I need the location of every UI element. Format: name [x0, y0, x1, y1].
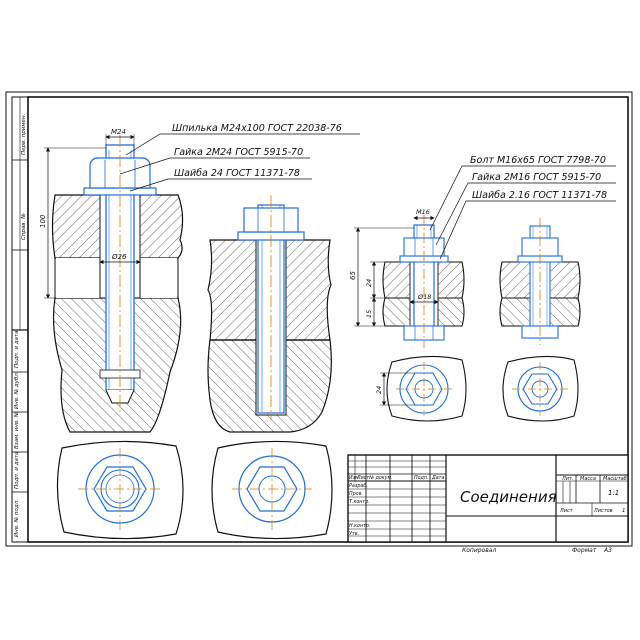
- top-view-bolt-joint: 24: [375, 355, 467, 422]
- top-view-stud-joint: [56, 440, 184, 540]
- tb-role-0: Разраб.: [349, 483, 368, 489]
- side-stamp-0: Перв. примен.: [21, 113, 27, 155]
- dim-m16: M16: [416, 208, 430, 216]
- side-stamp-column: Перв. примен. Справ. № Подп. и дата Инв.…: [11, 96, 29, 543]
- side-stamp-5: Подп. и дата: [14, 451, 20, 489]
- bolt-joint-section: M16 65 24 15 Ø18: [349, 208, 465, 348]
- callout-washer-16: Шайба 2.16 ГОСТ 11371-78: [472, 190, 607, 201]
- callout-bolt: Болт М16х65 ГОСТ 7798-70: [470, 155, 606, 166]
- tb-role-4: Н.контр.: [349, 523, 370, 529]
- tb-scale-label: Масштаб: [603, 476, 627, 482]
- tb-sheet-label: Лист: [559, 508, 574, 514]
- tb-role-5: Утв.: [349, 531, 359, 537]
- tb-mass-label: Масса: [580, 476, 596, 482]
- tb-header-list: Лист: [356, 475, 369, 481]
- callouts: Шпилька М24х100 ГОСТ 22038-76 Гайка 2М24…: [119, 123, 616, 260]
- tb-scale-value: 1:1: [608, 489, 619, 497]
- drawing-title: Соединения: [460, 488, 557, 506]
- tb-role-1: Пров.: [349, 491, 363, 497]
- side-stamp-3: Инв. № дубл.: [14, 371, 20, 409]
- tb-role-2: Т.контр.: [349, 499, 370, 505]
- tb-header-date: Дата: [431, 475, 444, 481]
- side-stamp-6: Инв. № подл.: [14, 499, 20, 537]
- dim-dia-26: Ø26: [111, 253, 127, 261]
- side-stamp-2: Подп. и дата: [14, 330, 20, 368]
- top-view-stud-simplified: [211, 440, 333, 540]
- footer-copied: Копировал: [462, 547, 496, 554]
- tb-sheets-label: Листов: [593, 508, 613, 514]
- stud-joint-section: M24 100 Ø26: [39, 128, 184, 433]
- dim-dia-18: Ø18: [417, 293, 431, 301]
- dim-24: 24: [365, 279, 373, 287]
- footer-format-label: Формат: [572, 547, 597, 554]
- tb-lit-label: Лит.: [561, 476, 574, 482]
- callout-nut-m24: Гайка 2М24 ГОСТ 5915-70: [174, 147, 303, 158]
- side-stamp-4: Взам. инв. №: [14, 411, 20, 449]
- bolt-joint-simplified: [499, 218, 581, 345]
- dim-m24: M24: [111, 128, 126, 136]
- sheet-outer-border: [5, 91, 633, 547]
- side-stamp-1: Справ. №: [21, 213, 27, 240]
- tb-header-sign: Подп.: [414, 475, 429, 481]
- dim-100: 100: [39, 214, 47, 228]
- tb-header-doc: № докум.: [368, 475, 393, 481]
- title-block: Изм Лист № докум. Подп. Дата Разраб. Про…: [347, 454, 629, 543]
- tb-sheets-value: 1: [622, 508, 626, 514]
- tb-header-izm: Изм: [349, 475, 359, 481]
- top-view-bolt-simplified: [502, 355, 579, 422]
- callout-washer-24: Шайба 24 ГОСТ 11371-78: [174, 168, 300, 179]
- dim-65: 65: [349, 271, 357, 280]
- footer-format-value: А3: [603, 547, 612, 554]
- dim-15: 15: [365, 310, 373, 318]
- dim-nut-24: 24: [375, 386, 383, 394]
- callout-stud: Шпилька М24х100 ГОСТ 22038-76: [172, 123, 342, 134]
- stud-joint-simplified: [207, 195, 332, 433]
- callout-nut-m16: Гайка 2М16 ГОСТ 5915-70: [472, 172, 601, 183]
